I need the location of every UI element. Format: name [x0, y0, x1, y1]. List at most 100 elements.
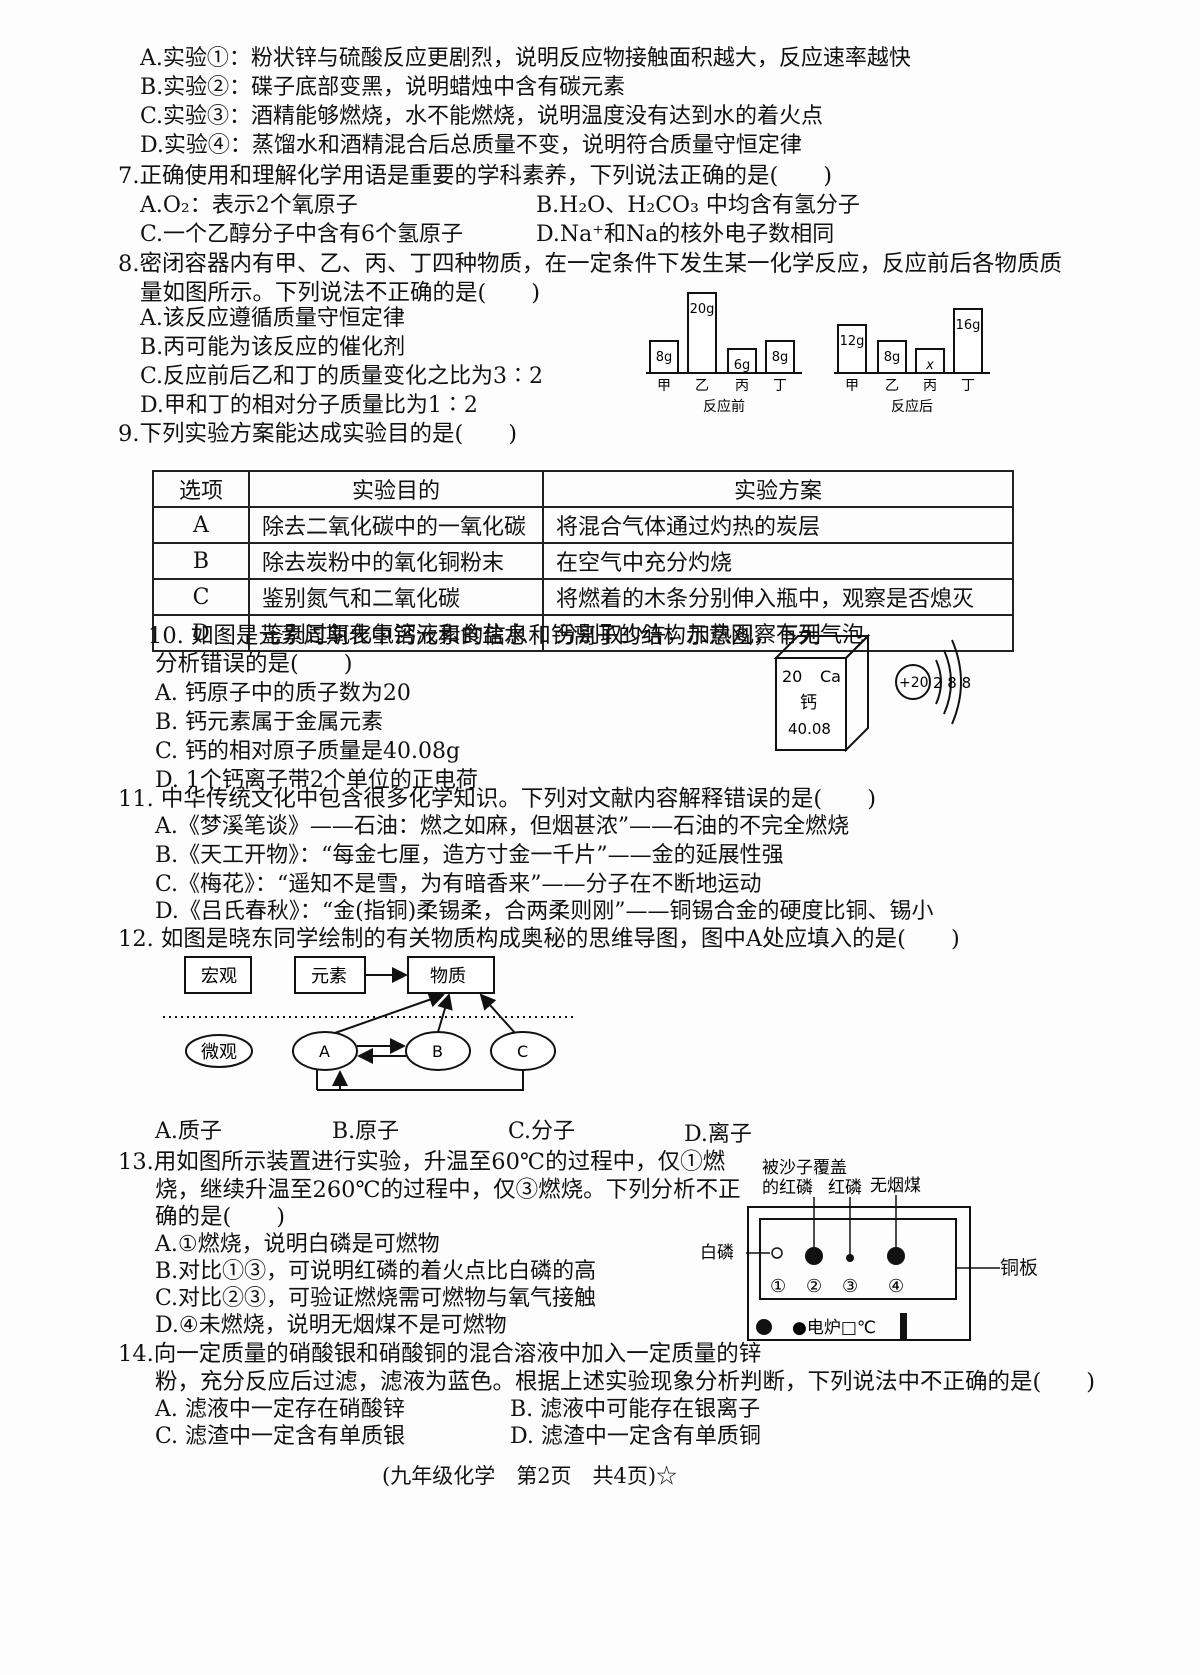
covered-red-phosphorus — [805, 1247, 823, 1265]
q14-option-c: C. 滤渣中一定含有单质银 — [155, 1424, 406, 1449]
matter-mind-map: 宏观 元素 物质 微观 A B C — [163, 956, 575, 1091]
chart-category-label: 甲 — [845, 378, 859, 394]
q10-stem-line2: 分析错误的是( ) — [155, 651, 353, 677]
nucleus-charge: +20 — [899, 675, 929, 691]
q13-option-d: D.④未燃烧，说明无烟煤不是可燃物 — [155, 1313, 507, 1338]
chart-data-label: 12g — [840, 334, 865, 349]
atomic-mass: 40.08 — [788, 720, 831, 738]
table-cell: 将混合气体通过灼热的炭层 — [542, 506, 1014, 544]
coal-lump — [887, 1247, 905, 1265]
slot-3: ③ — [842, 1276, 858, 1297]
chart-data-label: x — [925, 358, 934, 373]
atomic-number: 20 — [782, 667, 802, 686]
element-label: 元素 — [311, 966, 347, 987]
chart-data-label: 8g — [884, 350, 901, 365]
periodic-table-cell: 20 Ca 钙 40.08 — [773, 633, 871, 753]
table-cell: C — [152, 578, 250, 616]
q6-option-c: C.实验③：酒精能够燃烧，水不能燃烧，说明温度没有达到水的着火点 — [140, 104, 824, 129]
chart-category-label: 乙 — [885, 378, 899, 394]
table-cell: 分别取少许，加热观察有无气泡 — [542, 614, 1014, 652]
chart-data-label: 16g — [956, 318, 981, 333]
q9-table: 选项 实验目的 实验方案 A 除去二氧化碳中的一氧化碳 将混合气体通过灼热的炭层… — [152, 470, 1014, 652]
table-header-plan: 实验方案 — [542, 470, 1014, 508]
chart-bar — [953, 308, 983, 374]
q12-option-b: B.原子 — [332, 1119, 400, 1144]
q12-option-d: D.离子 — [684, 1122, 752, 1147]
substance-box — [407, 956, 495, 994]
calcium-info-figure: 20 Ca 钙 40.08 +20 2 8 8 — [773, 633, 971, 753]
chart-data-label: 8g — [656, 350, 673, 365]
q7-stem: 7.正确使用和理解化学用语是重要的学科素养，下列说法正确的是( ) — [118, 163, 833, 189]
q11-option-a: A.《梦溪笔谈》——石油：燃之如麻，但烟甚浓”——石油的不完全燃烧 — [155, 814, 850, 839]
red-p-label: 红磷 — [828, 1178, 862, 1198]
stove-knob — [756, 1319, 772, 1335]
chart-category-label: 甲 — [657, 378, 671, 394]
stove-label: ●电炉□℃ — [792, 1318, 876, 1338]
table-cell: A — [152, 506, 250, 544]
q11-option-c: C.《梅花》：“遥知不是雪，为有暗香来”——分子在不断地运动 — [155, 872, 762, 897]
stove-switch — [900, 1313, 907, 1339]
chart-data-label: 20g — [690, 302, 715, 317]
q13-stem-line2: 烧，继续升温至260℃的过程中，仅③燃烧。下列分析不正 — [155, 1177, 741, 1203]
table-row: D 鉴别过氧化氢溶液和食盐水 分别取少许，加热观察有无气泡 — [152, 614, 1014, 652]
q8-option-b: B.丙可能为该反应的催化剂 — [140, 335, 406, 360]
q12-stem: 12. 如图是晓东同学绘制的有关物质构成奥秘的思维导图，图中A处应填入的是( ) — [118, 926, 960, 952]
table-cell: 鉴别氮气和二氧化碳 — [248, 578, 544, 616]
copper-plate-label: 铜板 — [1000, 1257, 1039, 1279]
calcium-ion-diagram: +20 2 8 8 — [895, 639, 971, 725]
q14-stem-line1: 14.向一定质量的硝酸银和硝酸铜的混合溶液中加入一定质量的锌 — [118, 1341, 762, 1367]
table-cell: 鉴别过氧化氢溶液和食盐水 — [248, 614, 544, 652]
q10-option-c: C. 钙的相对原子质量是40.08g — [155, 739, 461, 764]
q11-option-d: D.《吕氏春秋》：“金(指铜)柔锡柔，合两柔则刚”——铜锡合金的硬度比铜、锡小 — [155, 899, 934, 924]
node-c-label: C — [517, 1042, 528, 1061]
table-cell: 除去二氧化碳中的一氧化碳 — [248, 506, 544, 544]
table-row: A 除去二氧化碳中的一氧化碳 将混合气体通过灼热的炭层 — [152, 506, 1014, 544]
q8-option-d: D.甲和丁的相对分子质量比为1∶2 — [140, 393, 478, 418]
covered-red-p-label: 被沙子覆盖 — [762, 1158, 847, 1178]
covered-red-p-label-2: 的红磷 — [762, 1178, 813, 1198]
q8-option-a: A.该反应遵循质量守恒定律 — [140, 306, 405, 331]
q14-option-d: D. 滤渣中一定含有单质铜 — [510, 1424, 761, 1449]
table-cell: B — [152, 542, 250, 580]
node-b-label: B — [432, 1042, 443, 1061]
q13-option-a: A.①燃烧，说明白磷是可燃物 — [155, 1232, 440, 1257]
table-row: B 除去炭粉中的氧化铜粉末 在空气中充分灼烧 — [152, 542, 1014, 580]
apparatus-frame — [747, 1206, 971, 1341]
slot-1: ① — [770, 1276, 786, 1297]
white-phosphorus — [771, 1247, 783, 1259]
table-cell: 除去炭粉中的氧化铜粉末 — [248, 542, 544, 580]
element-symbol: Ca — [820, 667, 841, 686]
table-header-option: 选项 — [152, 470, 250, 508]
chart-category-label: 丙 — [923, 378, 937, 394]
q13-stem-line1: 13.用如图所示装置进行实验，升温至60℃的过程中，仅①燃 — [118, 1149, 726, 1175]
q12-option-c: C.分子 — [508, 1119, 576, 1144]
q10-option-a: A. 钙原子中的质子数为20 — [155, 681, 411, 706]
q9-stem: 9.下列实验方案能达成实验目的是( ) — [118, 421, 518, 447]
q8-option-c: C.反应前后乙和丁的质量变化之比为3∶2 — [140, 364, 544, 389]
chart-bar — [649, 340, 679, 374]
chart-data-label: 6g — [734, 358, 751, 373]
slot-4: ④ — [888, 1276, 904, 1297]
q8-stem-line2: 量如图所示。下列说法不正确的是( ) — [140, 280, 541, 306]
chart-bar — [915, 348, 945, 374]
q13-option-b: B.对比①③，可说明红磷的着火点比白磷的高 — [155, 1259, 597, 1284]
chart-category-label: 乙 — [695, 378, 709, 394]
table-cell: 在空气中充分灼烧 — [542, 542, 1014, 580]
chart-panel-title: 反应后 — [891, 398, 933, 415]
q10-option-b: B. 钙元素属于金属元素 — [155, 710, 384, 735]
q14-option-a: A. 滤液中一定存在硝酸锌 — [155, 1397, 405, 1422]
chart-bar — [765, 340, 795, 374]
q14-option-b: B. 滤液中可能存在银离子 — [510, 1397, 761, 1422]
coal-label: 无烟煤 — [870, 1176, 921, 1196]
electron-shells: 2 8 8 — [933, 674, 971, 692]
chart-bar — [727, 348, 757, 374]
chart-bar — [837, 324, 867, 374]
substance-label: 物质 — [430, 966, 466, 987]
q10-stem-line1: 10. 如图是元素周期表中钙元素的信息和钙离子的结构示意图，下列 — [148, 623, 821, 649]
q6-option-d: D.实验④：蒸馏水和酒精混合后总质量不变，说明符合质量守恒定律 — [140, 133, 802, 158]
chart-bar — [877, 340, 907, 374]
q12-option-a: A.质子 — [155, 1119, 222, 1144]
q6-option-a: A.实验①：粉状锌与硫酸反应更剧烈，说明反应物接触面积越大，反应速率越快 — [140, 46, 911, 71]
macro-box — [184, 956, 252, 994]
